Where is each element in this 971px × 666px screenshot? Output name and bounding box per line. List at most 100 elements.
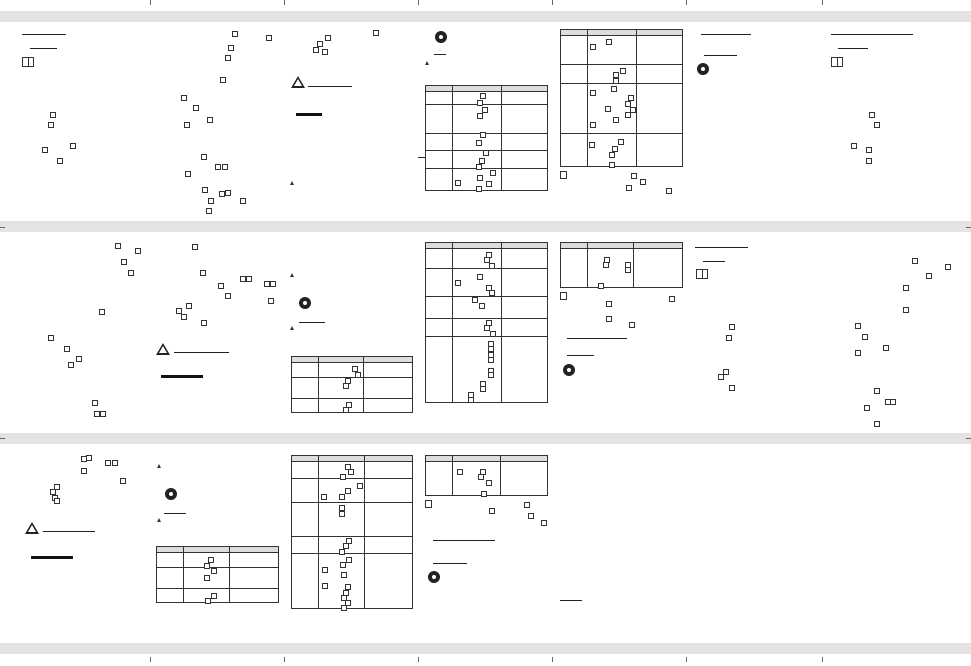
reference-box [266,35,272,41]
reference-box [211,593,217,599]
data-table [560,242,683,288]
reference-box [874,388,880,394]
reference-box [528,513,534,519]
reference-box [912,258,918,264]
reference-box [883,345,889,351]
crop-tick [552,0,553,5]
caution-rule [299,322,325,323]
reference-box [346,557,352,563]
small-warning-icon [290,326,294,330]
reference-box [590,122,596,128]
reference-box [630,107,636,113]
reference-box [618,139,624,145]
reference-box [729,324,735,330]
reference-box [205,598,211,604]
reference-box [54,484,60,490]
reference-box [477,175,483,181]
crop-tick [552,657,553,662]
reference-box [121,259,127,265]
reference-box [339,511,345,517]
reference-box [112,460,118,466]
warning-bar [161,375,203,378]
reference-box [176,308,182,314]
reference-box [723,369,729,375]
crop-tick [822,0,823,5]
reference-box [201,154,207,160]
data-table [425,455,548,496]
reference-box [476,186,482,192]
reference-box [869,112,875,118]
reference-box [631,173,637,179]
crop-tick [284,657,285,662]
reference-box [341,572,347,578]
crop-tick [0,438,5,439]
round-caution-icon [299,297,311,309]
bottom-band [0,643,971,654]
reference-box [204,575,210,581]
reference-box [489,263,495,269]
reference-box [355,372,361,378]
reference-box [477,100,483,106]
reference-box [541,520,547,526]
data-table [156,546,279,603]
reference-box [341,595,347,601]
reference-box [488,357,494,363]
warning-rule [174,352,229,353]
reference-box [490,331,496,337]
reference-box [100,411,106,417]
reference-box [268,298,274,304]
reference-box [317,41,323,47]
subheading-rule [567,355,594,356]
reference-box [270,281,276,287]
reference-box [590,90,596,96]
reference-box [479,158,485,164]
reference-box [629,322,635,328]
reference-box [598,283,604,289]
reference-box [477,113,483,119]
reference-box [185,171,191,177]
reference-box [628,95,634,101]
reference-box [345,584,351,590]
reference-box [625,101,631,107]
reference-box [866,147,872,153]
reference-box [264,281,270,287]
reference-box [345,488,351,494]
reference-box [220,77,226,83]
note-icon [560,171,567,179]
reference-box [480,93,486,99]
reference-box [611,86,617,92]
round-caution-icon [435,31,447,43]
reference-box [339,494,345,500]
reference-box [81,468,87,474]
reference-box [890,399,896,405]
reference-box [866,158,872,164]
reference-box [246,276,252,282]
reference-box [322,583,328,589]
small-warning-icon [157,464,161,468]
reference-box [219,191,225,197]
round-caution-icon [428,571,440,583]
caution-rule [164,513,186,514]
reference-box [609,152,615,158]
reference-box [606,39,612,45]
reference-box [864,405,870,411]
reference-box [322,49,328,55]
reference-box [603,262,609,268]
subheading-rule [838,48,868,49]
reference-box [343,543,349,549]
reference-box [613,78,619,84]
footer-rule [560,600,582,601]
warning-bar [296,113,322,116]
heading-rule [22,34,66,35]
reference-box [484,257,490,263]
reference-box [524,502,530,508]
reference-box [204,563,210,569]
crop-tick [686,0,687,5]
reference-box [486,181,492,187]
heading-rule [567,338,627,339]
reference-box [352,366,358,372]
crop-tick [150,0,151,5]
warning-triangle-icon [291,76,305,88]
reference-box [50,489,56,495]
reference-box [476,164,482,170]
